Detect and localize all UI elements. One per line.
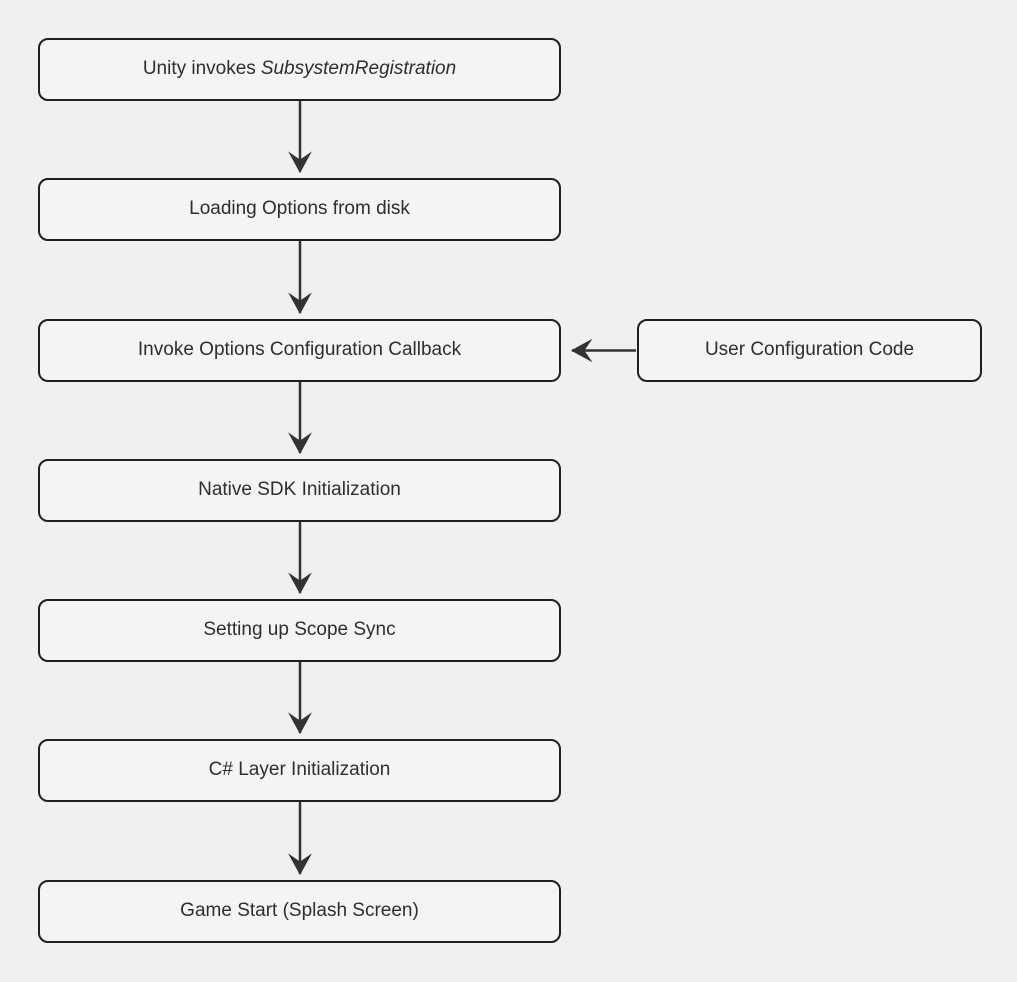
node-label: Native SDK Initialization — [198, 479, 401, 501]
node-loading-options-from-disk: Loading Options from disk — [38, 178, 561, 241]
node-label: Invoke Options Configuration Callback — [137, 339, 462, 361]
node-label: Setting up Scope Sync — [203, 619, 396, 641]
node-label: User Configuration Code — [704, 339, 915, 361]
node-user-configuration-code: User Configuration Code — [637, 319, 982, 382]
node-csharp-layer-initialization: C# Layer Initialization — [38, 739, 561, 802]
node-game-start-splash-screen: Game Start (Splash Screen) — [38, 880, 561, 943]
node-label: Unity invokes — [142, 58, 256, 80]
node-setting-up-scope-sync: Setting up Scope Sync — [38, 599, 561, 662]
node-invoke-options-configuration-callback: Invoke Options Configuration Callback — [38, 319, 561, 382]
node-label: C# Layer Initialization — [208, 759, 391, 781]
node-label-italic: SubsystemRegistration — [260, 58, 457, 80]
node-label: Game Start (Splash Screen) — [180, 900, 419, 922]
node-label: Loading Options from disk — [189, 198, 410, 220]
node-native-sdk-initialization: Native SDK Initialization — [38, 459, 561, 522]
node-unity-invokes-subsystem-registration: Unity invokes SubsystemRegistration — [38, 38, 561, 101]
